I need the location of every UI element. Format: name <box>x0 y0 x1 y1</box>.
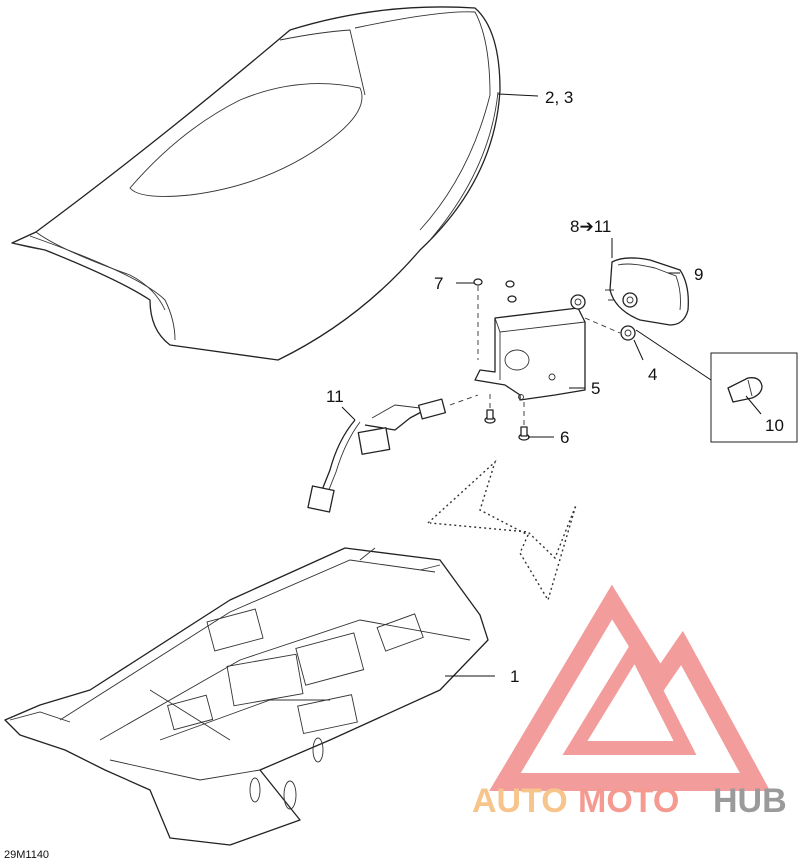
callout-wiring-harness: 11 <box>326 387 344 406</box>
bulb <box>727 377 763 403</box>
callout-taillight-kit: 8➔11 <box>570 217 611 236</box>
automotohub-logo <box>489 584 771 791</box>
wiring-harness <box>307 398 447 513</box>
nuts <box>473 278 517 303</box>
callout-nut: 7 <box>434 274 443 293</box>
reference-outline <box>427 459 577 602</box>
screws <box>484 409 530 441</box>
callout-bulb: 10 <box>765 416 784 435</box>
watermark-hub: HUB <box>713 782 787 820</box>
callout-seat-cover: 2, 3 <box>545 88 573 107</box>
seat-assembly <box>11 6 501 361</box>
callout-grommet: 4 <box>648 365 657 384</box>
watermark-moto: MOTO <box>578 782 679 820</box>
grommets <box>570 294 636 341</box>
taillight <box>605 257 689 326</box>
callout-seat-base: 1 <box>510 667 519 686</box>
callout-screw: 6 <box>560 428 569 447</box>
callout-bracket: 5 <box>591 379 600 398</box>
diagram-reference-code: 29M1140 <box>4 849 49 861</box>
light-bracket <box>474 307 586 401</box>
watermark-auto: AUTO <box>472 782 568 820</box>
callout-taillight-lens: 9 <box>694 265 703 284</box>
seat-base <box>4 547 489 846</box>
